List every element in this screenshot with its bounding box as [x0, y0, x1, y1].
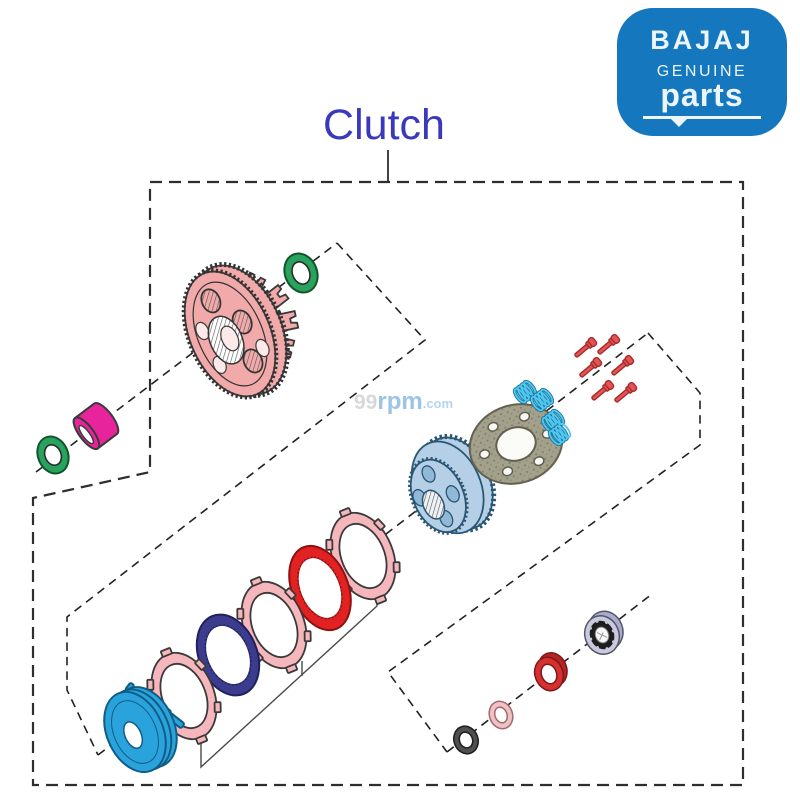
housing-back-teeth: [188, 262, 290, 398]
oring-small-part: [36, 435, 70, 475]
washer-pink-part: [488, 700, 514, 730]
spring-part: [547, 422, 572, 447]
screw-part: [571, 335, 599, 361]
clutch-springs: [512, 379, 572, 447]
logo-arrow-down-icon: [671, 119, 687, 127]
screw-part: [588, 378, 616, 404]
right-group-outline: [386, 332, 701, 753]
screw-part: [576, 355, 604, 381]
steel-plate-red-part: [288, 544, 352, 632]
logo-genuine-text: GENUINE: [656, 63, 748, 80]
middle-group-outline: [66, 242, 427, 756]
watermark-tld: .com: [423, 396, 453, 411]
spring-plate-part: [468, 403, 564, 485]
pressure-disc-part: [103, 682, 185, 774]
page-title: Clutch: [323, 101, 445, 149]
washer-red-part: [533, 652, 568, 692]
washer-black-part: [452, 725, 480, 755]
spring-part: [512, 379, 538, 405]
watermark-number: 99: [354, 391, 377, 414]
spring-part: [529, 387, 555, 413]
group-border-outline: [31, 180, 745, 787]
logo-underline: [643, 116, 761, 127]
navy-plate-inner-teeth: [202, 621, 254, 689]
screw-part: [594, 332, 622, 358]
red-plate-inner-teeth: [294, 554, 346, 622]
clutch-housing-part: [181, 262, 300, 400]
watermark: 99rpm.com: [354, 388, 453, 415]
bajaj-genuine-parts-logo: BAJAJ GENUINE parts: [617, 8, 787, 136]
watermark-rpm: rpm: [377, 388, 422, 415]
clutch-hub-part: [408, 433, 497, 535]
spacer-bush-part: [72, 402, 120, 450]
spring-screws: [571, 332, 639, 406]
ball-bearing-part: [583, 610, 624, 655]
logo-brand-text: BAJAJ: [650, 25, 754, 55]
screw-part: [611, 380, 639, 406]
release-parts-group: [452, 610, 624, 755]
screw-part: [608, 353, 636, 379]
oring-large-part: [283, 252, 319, 294]
logo-parts-text: parts: [660, 77, 744, 113]
